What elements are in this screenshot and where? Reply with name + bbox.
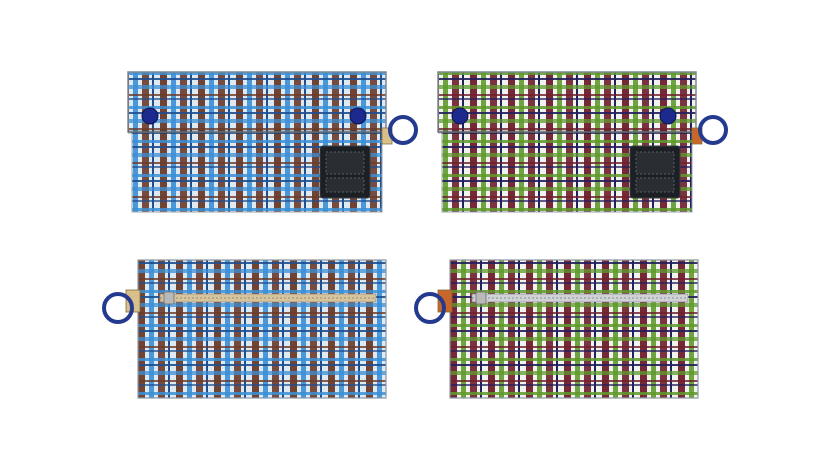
wallet-front-blue <box>120 68 420 218</box>
snap-button-icon <box>141 107 159 125</box>
wallet-body <box>449 259 699 399</box>
d-ring-icon <box>698 115 728 145</box>
d-ring-icon <box>388 115 418 145</box>
wallet-back-green <box>410 252 710 402</box>
zipper-icon <box>159 291 377 305</box>
snap-button-icon <box>349 107 367 125</box>
wallet-illustration <box>127 71 418 213</box>
d-ring-icon <box>414 292 446 324</box>
zipper-icon <box>471 291 689 305</box>
snap-button-icon <box>659 107 677 125</box>
d-ring-icon <box>102 292 134 324</box>
wallet-body <box>137 259 387 399</box>
leather-patch-icon <box>319 145 371 199</box>
wallet-front-green <box>430 68 730 218</box>
wallet-illustration <box>102 259 387 399</box>
snap-button-icon <box>451 107 469 125</box>
wallet-flap <box>127 71 387 133</box>
wallet-back-blue <box>98 252 398 402</box>
wallet-flap <box>437 71 697 133</box>
wallet-illustration <box>414 259 699 399</box>
leather-patch-icon <box>629 145 681 199</box>
wallet-illustration <box>437 71 728 213</box>
